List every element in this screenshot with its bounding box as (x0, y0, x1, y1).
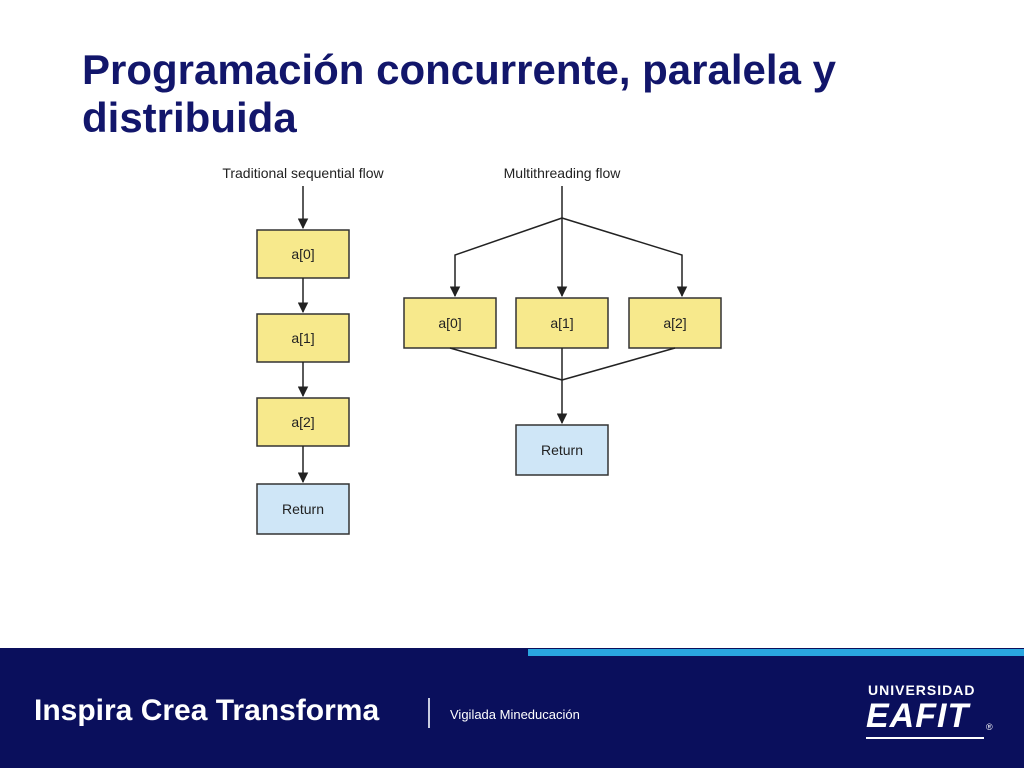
footer-divider (428, 698, 430, 728)
mt-thread-2: a[2] (628, 297, 722, 349)
mt-thread-1-label: a[1] (550, 315, 573, 331)
mt-thread-0-label: a[0] (438, 315, 461, 331)
sequential-heading: Traditional sequential flow (222, 165, 384, 181)
mt-return-label: Return (541, 442, 583, 458)
mt-join-left (449, 347, 563, 381)
vigilada-text: Vigilada Mineducación (450, 707, 580, 722)
seq-step-2-label: a[2] (291, 414, 314, 430)
seq-step-1: a[1] (256, 313, 350, 363)
footer-bar (0, 648, 1024, 768)
mt-thread-1: a[1] (515, 297, 609, 349)
mt-join-right (561, 347, 676, 381)
logo-registered-mark: ® (986, 722, 993, 732)
multithreading-heading: Multithreading flow (504, 165, 622, 181)
mt-return: Return (515, 424, 609, 476)
logo-eafit: EAFIT (866, 697, 970, 735)
multithreading-flow: Multithreading flow a[0] a[1] a[2] Retur… (403, 165, 722, 476)
logo-underline (866, 737, 984, 739)
seq-return: Return (256, 483, 350, 535)
slide-title: Programación concurrente, paralela y dis… (82, 46, 836, 141)
logo-universidad: UNIVERSIDAD (868, 682, 976, 698)
mt-fork-left (449, 217, 563, 298)
seq-step-0: a[0] (256, 229, 350, 279)
footer-tagline: Inspira Crea Transforma (34, 694, 380, 727)
mt-thread-2-label: a[2] (663, 315, 686, 331)
eafit-logo: UNIVERSIDAD EAFIT ® (850, 680, 1000, 744)
seq-step-2: a[2] (256, 397, 350, 447)
sequential-flow: Traditional sequential flow a[0] a[1] a[… (222, 165, 385, 535)
seq-return-label: Return (282, 501, 324, 517)
mt-thread-0: a[0] (403, 297, 497, 349)
footer-accent-stripe (528, 649, 1024, 656)
mt-fork-right (561, 217, 688, 298)
seq-step-1-label: a[1] (291, 330, 314, 346)
seq-step-0-label: a[0] (291, 246, 314, 262)
